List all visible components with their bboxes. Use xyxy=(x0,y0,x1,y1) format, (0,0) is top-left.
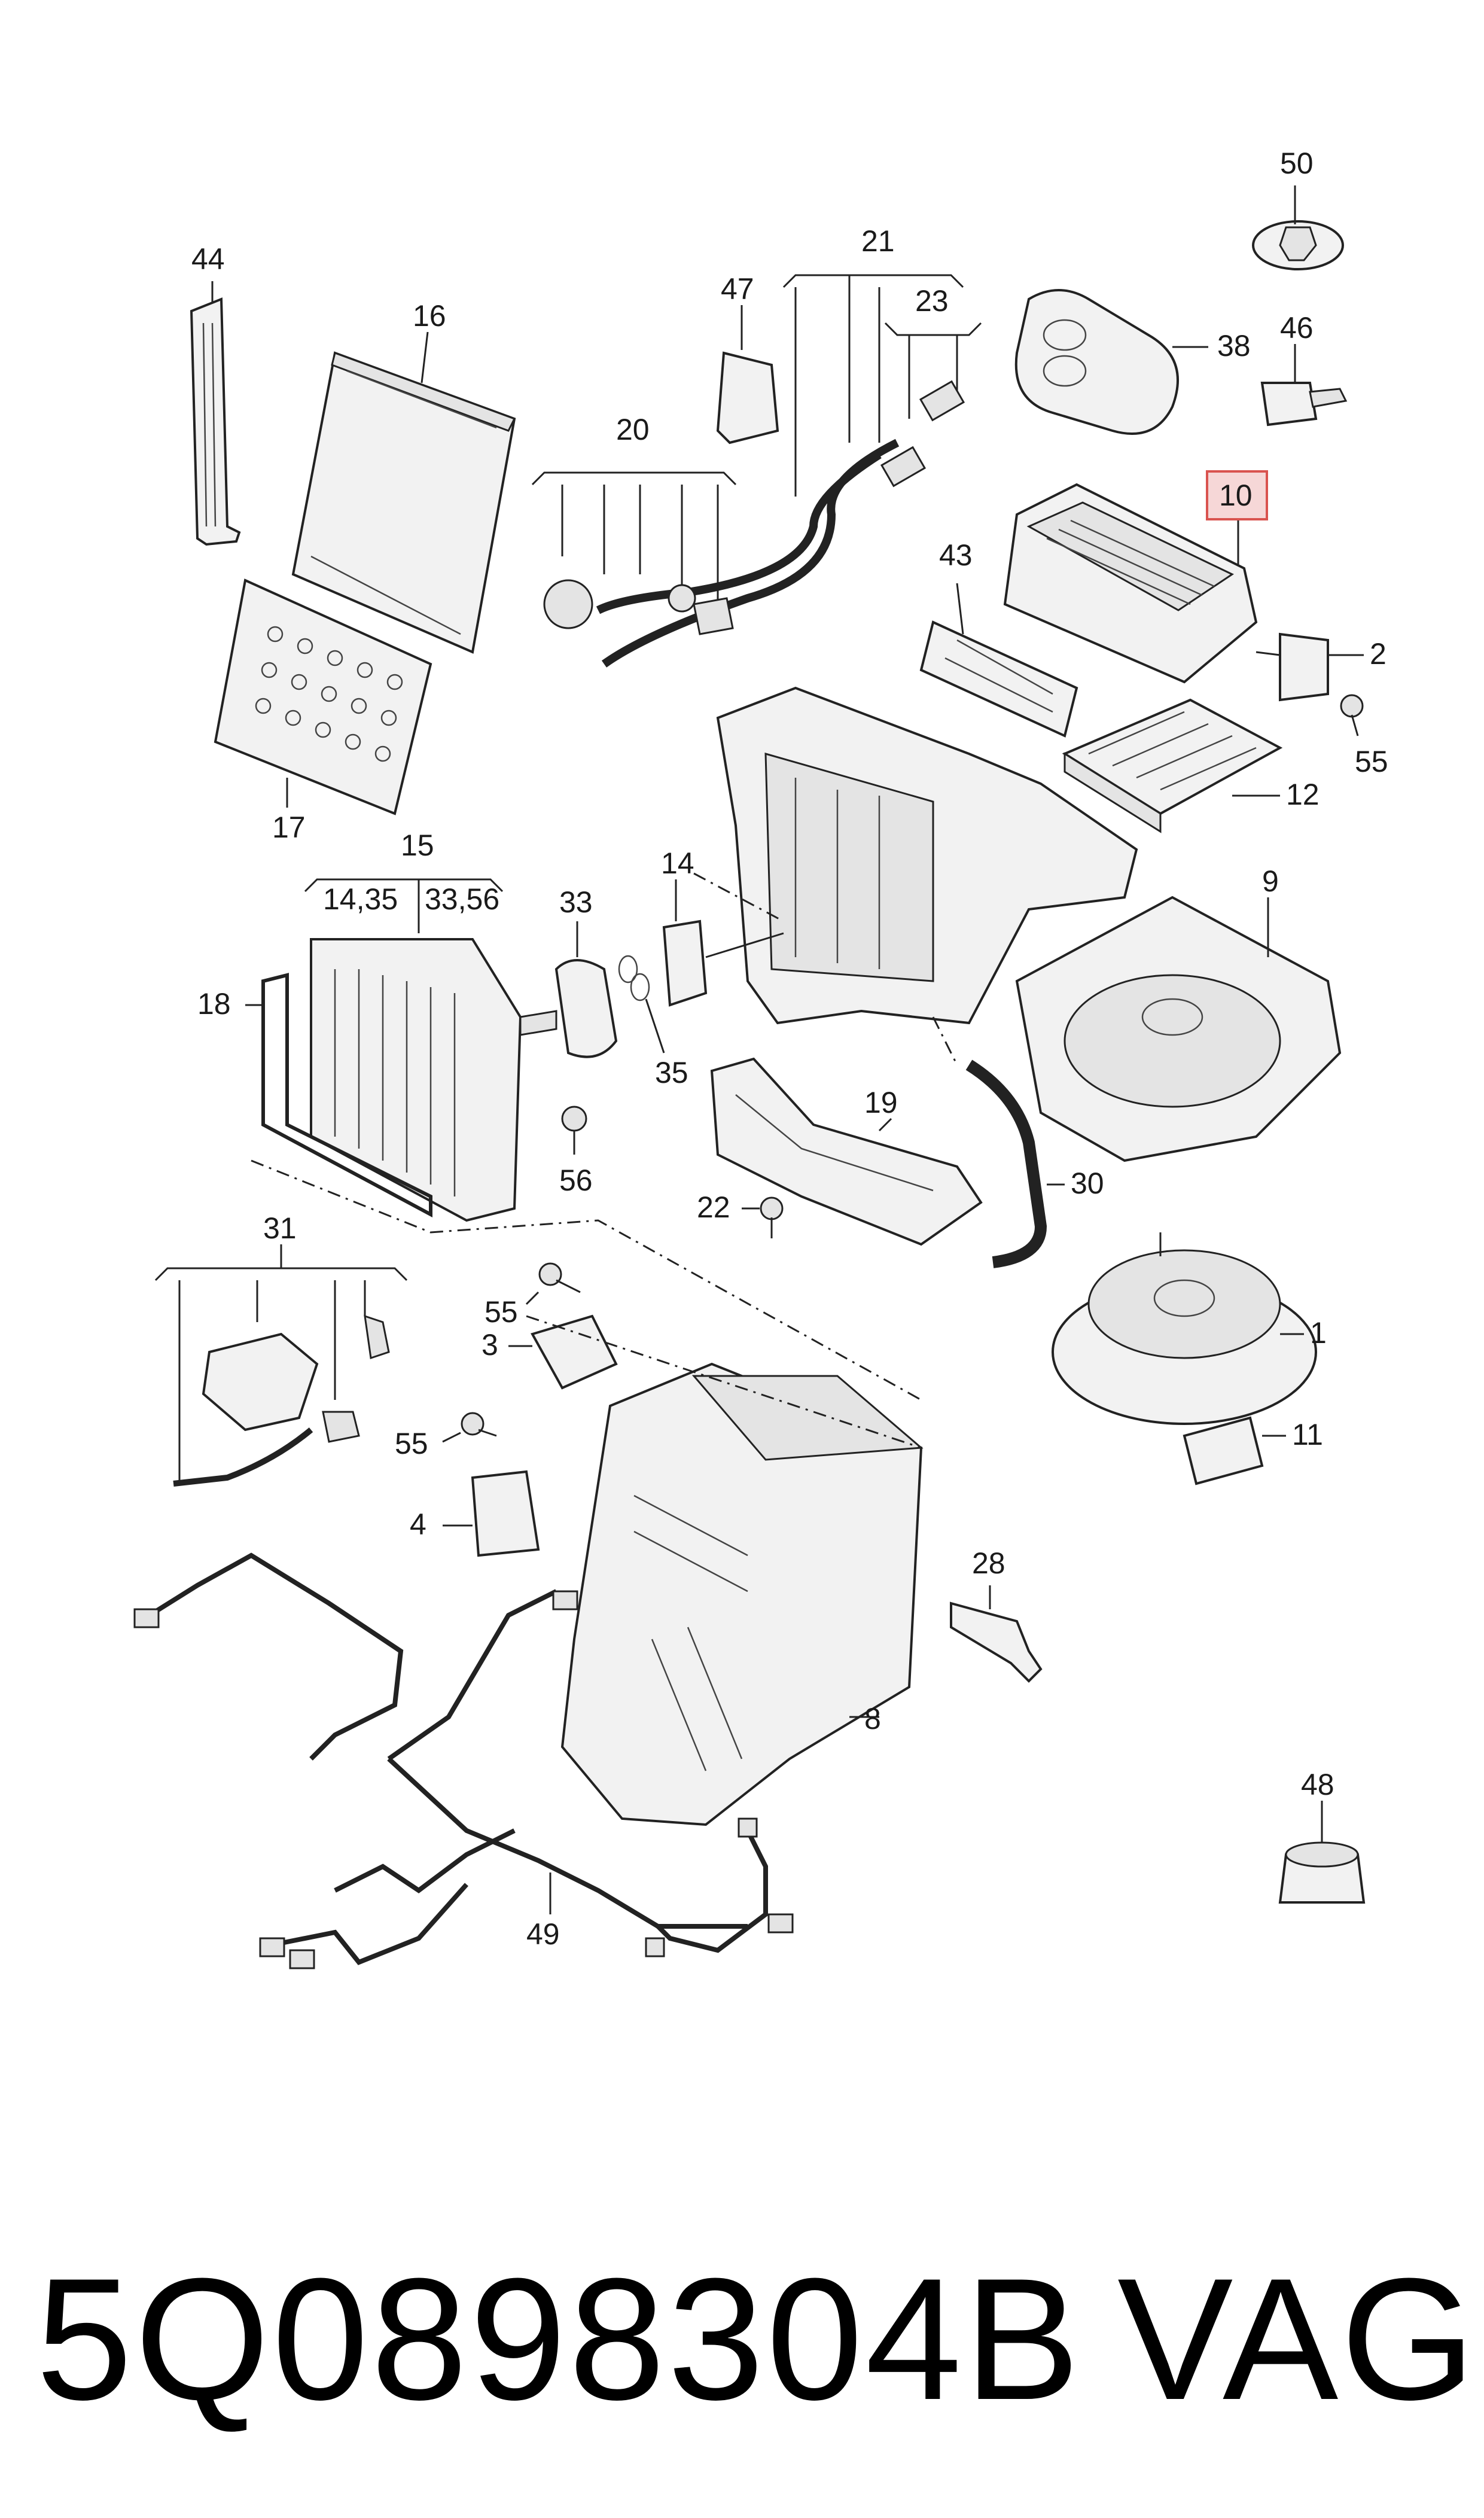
callout-4: 4 xyxy=(410,1508,426,1541)
part-20-fittings xyxy=(531,471,737,635)
brand-label: VAG xyxy=(1117,2242,1478,2436)
part-38-gasket xyxy=(1014,289,1208,435)
callout-30: 30 xyxy=(1071,1167,1104,1200)
callout-2: 2 xyxy=(1370,637,1387,671)
callout-56: 56 xyxy=(559,1164,593,1197)
part-11-cover xyxy=(1183,1416,1286,1485)
part-49-harness xyxy=(133,1552,794,1969)
callout-22: 22 xyxy=(697,1191,730,1224)
callout-49: 49 xyxy=(526,1917,560,1951)
part-12-filter xyxy=(1062,698,1283,833)
part-28-sensor xyxy=(950,1585,1043,1683)
part-46-clip xyxy=(1260,344,1348,427)
callout-47: 47 xyxy=(721,272,754,306)
part-35-orings xyxy=(618,955,665,1054)
callout-labels: 50 44 21 47 16 23 38 46 20 10 43 2 55 12… xyxy=(191,147,1388,1951)
callout-20: 20 xyxy=(616,413,650,446)
part-55-screw-lower xyxy=(442,1412,497,1443)
callout-55-lower: 55 xyxy=(395,1427,428,1460)
part-17-frame xyxy=(214,578,432,815)
callout-50: 50 xyxy=(1280,147,1314,180)
callout-35: 35 xyxy=(655,1056,688,1089)
part-16-heater-core xyxy=(291,331,516,654)
part-10-housing xyxy=(1003,483,1258,684)
part-55-screw-mid xyxy=(525,1262,581,1305)
callout-21: 21 xyxy=(861,224,895,258)
assembly-outlines xyxy=(251,872,958,1449)
callout-16: 16 xyxy=(413,299,446,333)
part-44-bracket xyxy=(190,281,241,546)
part-47-actuator xyxy=(716,305,779,444)
callout-17: 17 xyxy=(272,811,306,844)
callout-31: 31 xyxy=(263,1211,297,1245)
part-14-expansion-valve xyxy=(662,879,784,1007)
highlight-box-10 xyxy=(1206,470,1268,520)
callout-38: 38 xyxy=(1217,329,1251,363)
part-33-seal xyxy=(554,921,618,1058)
callout-14-35: 14,35 xyxy=(323,882,398,916)
part-4-actuator xyxy=(443,1470,540,1557)
callout-3: 3 xyxy=(482,1328,498,1362)
part-22-screw xyxy=(742,1196,784,1238)
part-8-heater-box xyxy=(560,1362,924,1826)
part-19-duct xyxy=(710,1057,983,1246)
callout-10: 10 xyxy=(1219,479,1253,512)
callout-8: 8 xyxy=(864,1702,881,1735)
part-3-actuator xyxy=(508,1314,618,1390)
footer: 5Q0898304B VAG xyxy=(0,2225,1484,2453)
part-31-linkage xyxy=(154,1244,408,1487)
callout-9: 9 xyxy=(1262,864,1279,898)
callout-48: 48 xyxy=(1301,1768,1334,1801)
part-18-seal xyxy=(245,973,432,1218)
part-43-grille xyxy=(919,583,1078,738)
part-56-screw xyxy=(561,1106,587,1155)
part-number: 5Q0898304B xyxy=(36,2242,1083,2436)
part-50-nut xyxy=(1252,185,1344,270)
part-55-screw-top xyxy=(1340,694,1364,736)
part-15-evaporator xyxy=(304,878,557,1222)
callout-18: 18 xyxy=(197,987,231,1021)
callout-15: 15 xyxy=(401,829,434,862)
callout-33: 33 xyxy=(559,885,593,919)
callout-44: 44 xyxy=(191,242,225,276)
part-2-sensor xyxy=(1256,632,1364,702)
part-48-cap xyxy=(1278,1801,1366,1904)
callout-55-top: 55 xyxy=(1355,745,1388,778)
callout-12: 12 xyxy=(1286,778,1320,811)
callout-28: 28 xyxy=(972,1546,1005,1580)
callout-1: 1 xyxy=(1310,1316,1327,1350)
part-30-hose xyxy=(965,1059,1065,1268)
callout-55-mid: 55 xyxy=(484,1295,518,1329)
part-1-blower-motor xyxy=(1052,1232,1317,1425)
callout-11: 11 xyxy=(1292,1418,1323,1451)
callout-33-56: 33,56 xyxy=(425,882,499,916)
part-21-pipes xyxy=(596,274,982,668)
callout-14: 14 xyxy=(661,847,694,880)
callout-43: 43 xyxy=(939,538,973,572)
callout-23: 23 xyxy=(915,284,949,318)
callout-46: 46 xyxy=(1280,311,1314,345)
heater-box-housing xyxy=(716,686,1138,1025)
part-9-blower-housing xyxy=(1015,896,1342,1162)
callout-19: 19 xyxy=(864,1086,898,1119)
